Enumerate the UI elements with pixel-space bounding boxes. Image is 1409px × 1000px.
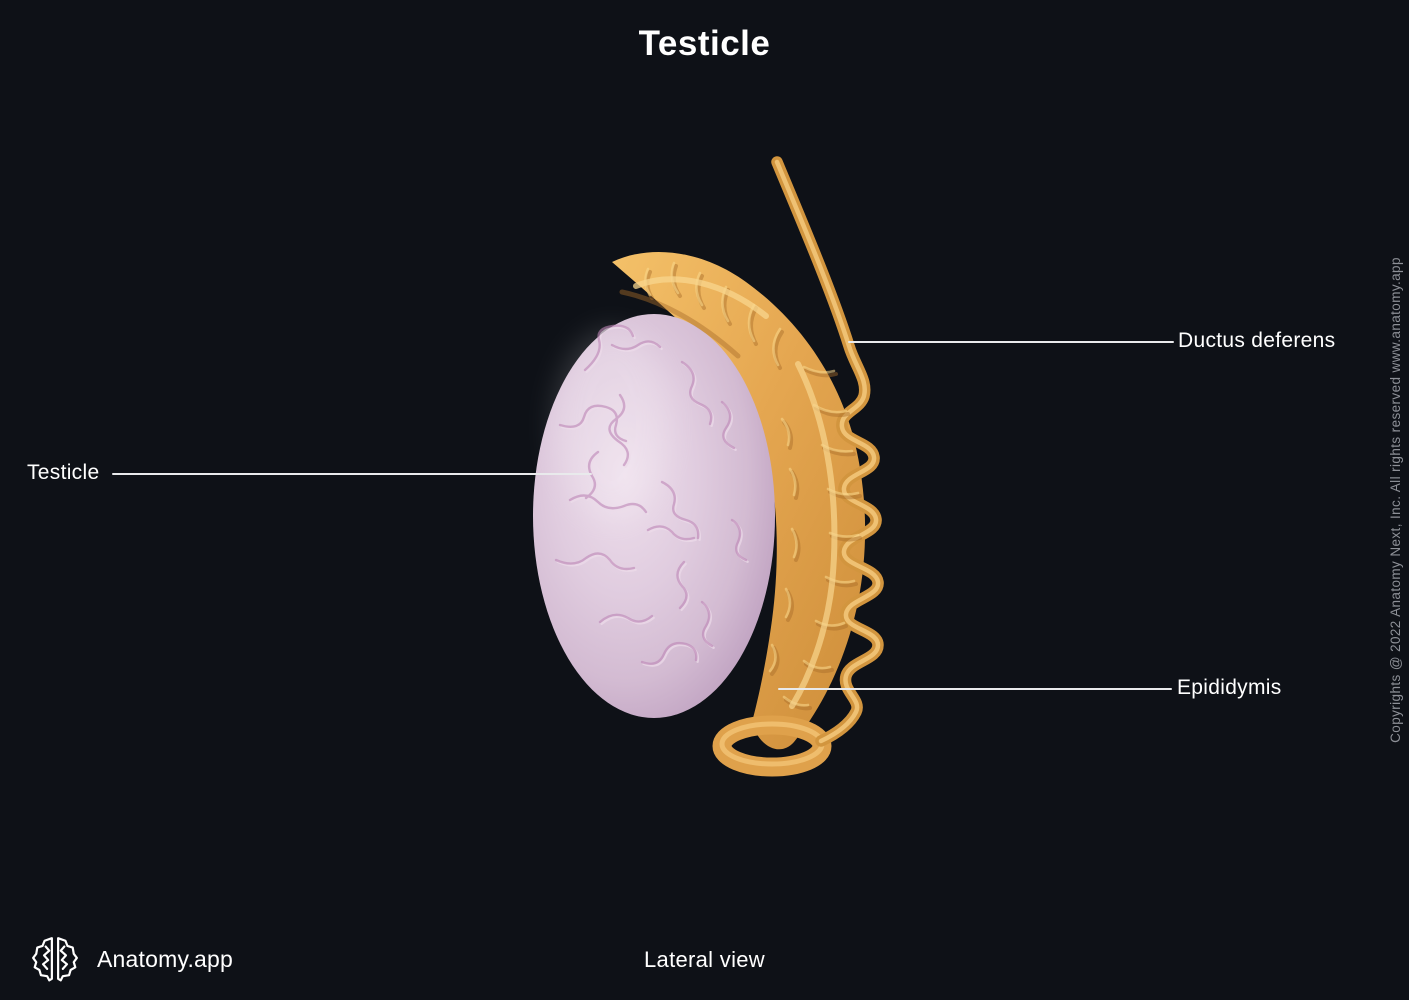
- brain-icon: [32, 937, 78, 982]
- leader-line-ductus-deferens: [848, 341, 1174, 343]
- brand-name: Anatomy.app: [97, 945, 234, 972]
- leader-line-epididymis: [778, 688, 1172, 690]
- view-label: Lateral view: [644, 947, 765, 972]
- label-testicle: Testicle: [27, 461, 100, 484]
- label-ductus-deferens: Ductus deferens: [1178, 329, 1336, 352]
- epididymis-texture: [619, 261, 862, 711]
- brand-footer: Anatomy.app: [30, 933, 233, 985]
- ductus-deferens-tube: [771, 156, 884, 747]
- label-epididymis: Epididymis: [1177, 676, 1282, 699]
- copyright-text: Copyrights @ 2022 Anatomy Next, Inc. All…: [1388, 257, 1403, 743]
- page-title: Testicle: [638, 24, 771, 63]
- testicle-body: [533, 314, 775, 718]
- leader-line-testicle: [112, 473, 592, 475]
